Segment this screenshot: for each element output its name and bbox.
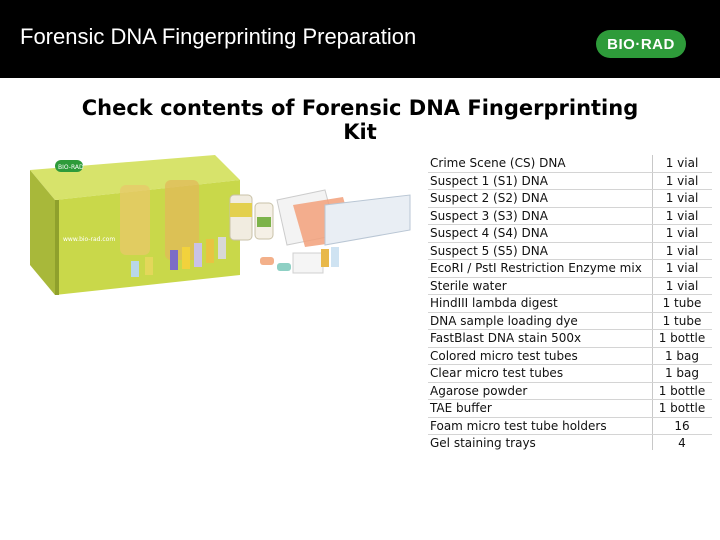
table-row: Suspect 5 (S5) DNA 1 vial <box>428 243 712 260</box>
heading-line-2: Kit <box>343 120 377 144</box>
row-divider <box>428 224 712 225</box>
item-name: TAE buffer <box>430 401 492 415</box>
item-quantity: 1 bottle <box>658 331 706 345</box>
heading-line-1: Check contents of Forensic DNA Fingerpri… <box>81 96 639 120</box>
item-quantity: 1 vial <box>665 173 699 188</box>
kit-bottle <box>165 180 199 260</box>
item-name: Crime Scene (CS) DNA <box>430 156 566 170</box>
item-name: Agarose powder <box>430 383 528 398</box>
table-row: EcoRI / PstI Restriction Enzyme mix 1 via… <box>428 260 712 278</box>
row-divider <box>428 346 712 348</box>
item-quantity: 16 <box>674 418 690 433</box>
item-name: Suspect 1 (S1) DNA <box>430 173 548 188</box>
row-divider <box>428 241 712 243</box>
row-divider <box>428 311 712 313</box>
item-quantity: 1 vial <box>665 261 699 275</box>
item-quantity: 1 vial <box>665 208 699 223</box>
table-row: TAE buffer 1 bottle <box>428 400 712 418</box>
column-divider <box>652 155 653 450</box>
item-quantity: 1 bag <box>664 366 700 380</box>
kit-box-url: www.bio-rad.com <box>63 236 115 243</box>
table-row: Suspect 3 (S3) DNA 1 vial <box>428 208 712 225</box>
row-divider <box>428 259 712 260</box>
kit-box-logo-text: BIO-RAD <box>58 164 84 171</box>
item-name: Sterile water <box>430 278 507 293</box>
row-divider <box>428 364 712 365</box>
item-name: Foam micro test tube holders <box>430 418 607 433</box>
row-divider <box>428 329 712 330</box>
logo-text: BIO·RAD <box>607 35 675 53</box>
table-row: Clear micro test tubes 1 bag <box>428 365 712 383</box>
item-quantity: 1 bag <box>664 348 700 363</box>
table-row: Colored micro test tubes 1 bag <box>428 348 712 365</box>
table-row: Suspect 4 (S4) DNA 1 vial <box>428 225 712 243</box>
row-divider <box>428 189 712 190</box>
item-name: FastBlast DNA stain 500x <box>430 331 582 345</box>
table-row: Sterile water 1 vial <box>428 278 712 295</box>
item-quantity: 4 <box>678 436 686 450</box>
item-name: Suspect 2 (S2) DNA <box>430 191 548 205</box>
row-divider <box>428 399 712 400</box>
sample-vials <box>131 237 226 277</box>
row-divider <box>428 171 712 173</box>
item-name: Suspect 4 (S4) DNA <box>430 226 548 240</box>
item-quantity: 1 bottle <box>658 383 706 398</box>
table-row: Gel staining trays 4 <box>428 435 712 450</box>
table-row: Foam micro test tube holders 16 <box>428 418 712 435</box>
row-divider <box>428 294 712 295</box>
row-divider <box>428 416 712 418</box>
item-quantity: 1 vial <box>665 278 699 293</box>
kit-box-logo <box>55 160 83 172</box>
item-name: Clear micro test tubes <box>430 366 564 380</box>
kit-bottle <box>120 185 150 255</box>
kit-box-side <box>30 170 55 295</box>
table-row: Crime Scene (CS) DNA 1 vial <box>428 155 712 173</box>
kit-photo: www.bio-rad.com BIO-RAD <box>30 155 411 295</box>
title-bar: Forensic DNA Fingerprinting Preparation … <box>0 0 720 78</box>
item-quantity: 1 vial <box>665 156 699 170</box>
table-row: Suspect 1 (S1) DNA 1 vial <box>428 173 712 190</box>
foam-holder <box>292 252 324 274</box>
item-quantity: 1 tube <box>662 313 702 328</box>
item-quantity: 1 vial <box>665 226 699 240</box>
row-divider <box>428 381 712 383</box>
item-name: Suspect 3 (S3) DNA <box>430 208 548 223</box>
item-quantity: 1 bottle <box>658 401 706 415</box>
table-row: Suspect 2 (S2) DNA 1 vial <box>428 190 712 208</box>
table-row: HindIII lambda digest 1 tube <box>428 295 712 313</box>
slide-heading: Check contents of Forensic DNA Fingerpri… <box>40 96 680 144</box>
bio-rad-logo: BIO·RAD <box>596 30 686 58</box>
item-name: Suspect 5 (S5) DNA <box>430 243 548 258</box>
item-quantity: 1 vial <box>665 191 699 205</box>
slide-title: Forensic DNA Fingerprinting Preparation <box>20 24 417 49</box>
table-row: DNA sample loading dye 1 tube <box>428 313 712 330</box>
table-row: Agarose powder 1 bottle <box>428 383 712 400</box>
item-name: DNA sample loading dye <box>430 313 578 328</box>
staining-tray <box>324 194 411 246</box>
row-divider <box>428 276 712 278</box>
item-quantity: 1 vial <box>665 243 699 258</box>
item-quantity: 1 tube <box>662 296 702 310</box>
item-name: HindIII lambda digest <box>430 296 558 310</box>
table-row: FastBlast DNA stain 500x 1 bottle <box>428 330 712 348</box>
item-name: Gel staining trays <box>430 436 536 450</box>
item-name: Colored micro test tubes <box>430 348 578 363</box>
buffer-bottle <box>229 194 253 241</box>
item-name: EcoRI / PstI Restriction Enzyme mix <box>430 261 642 275</box>
row-divider <box>428 434 712 435</box>
row-divider <box>428 206 712 208</box>
